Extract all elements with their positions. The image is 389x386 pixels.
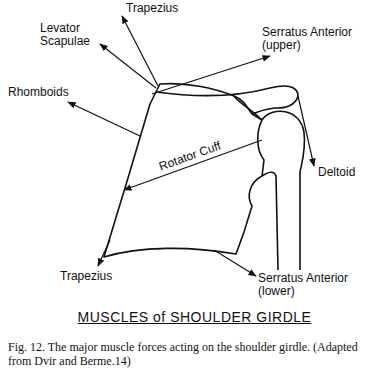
force-arrow	[214, 250, 256, 276]
force-arrow	[98, 240, 110, 266]
muscle-label: Deltoid	[318, 166, 378, 179]
muscle-label: Rhomboids	[8, 86, 78, 99]
force-arrow	[68, 102, 140, 136]
humerus	[262, 111, 305, 270]
force-arrow	[298, 96, 314, 166]
muscle-label: Levator Scapulae	[40, 22, 100, 48]
force-arrow	[100, 44, 156, 88]
muscle-label: Serratus Anterior (lower)	[258, 272, 350, 298]
muscle-label: Trapezius	[60, 270, 130, 283]
muscle-label: Serratus Anterior (upper)	[262, 26, 354, 52]
force-arrow	[152, 56, 270, 94]
figure-title: MUSCLES of SHOULDER GIRDLE	[0, 309, 389, 325]
coracoid	[234, 96, 262, 120]
figure-caption: Fig. 12. The major muscle forces acting …	[8, 340, 378, 368]
scapular-spine	[156, 86, 298, 114]
scapula-outline	[104, 84, 264, 257]
muscle-label: Trapezius	[126, 2, 206, 15]
